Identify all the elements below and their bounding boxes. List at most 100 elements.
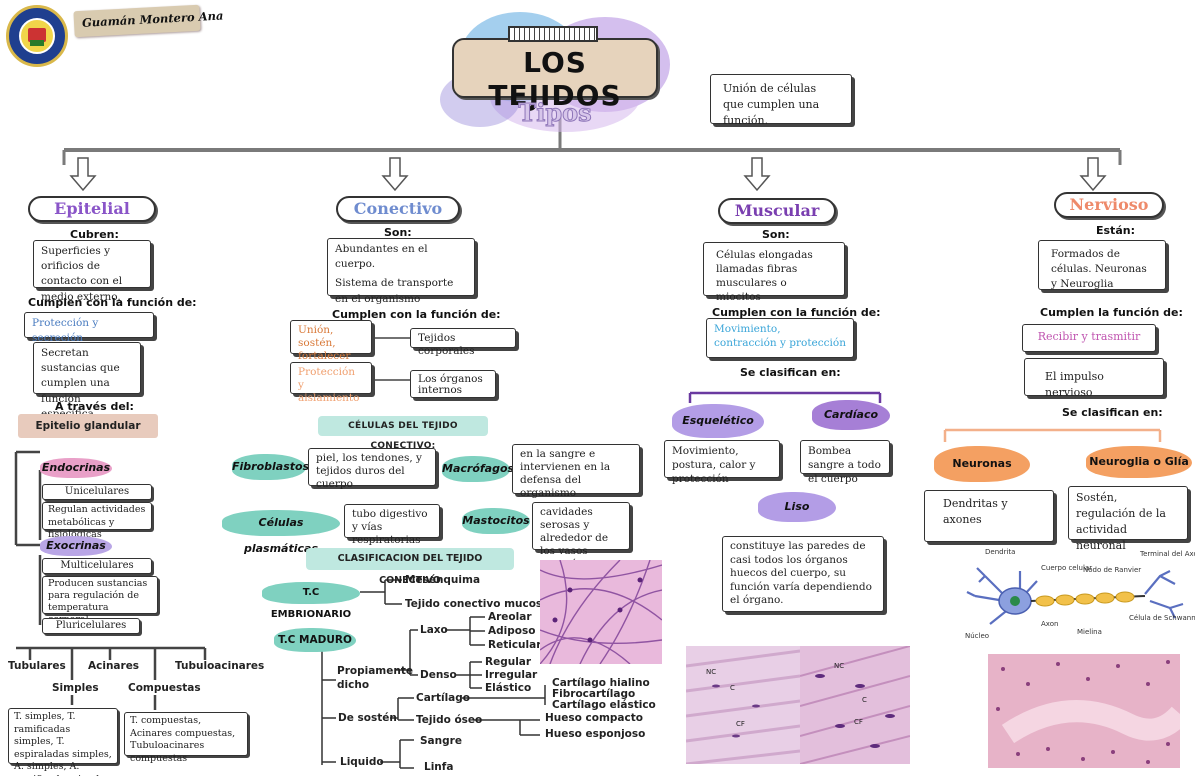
- liso-desc-box: constituye las paredes de casi todos los…: [722, 536, 884, 612]
- fibroblastos-desc-box: piel, los tendones, y tejidos duros del …: [308, 448, 436, 490]
- conectivo-son-2: Sistema de transporte en el organismo: [335, 277, 454, 305]
- irregular-label: Irregular: [485, 669, 538, 681]
- plasmaticas-blob: Células plasmáticas: [222, 510, 340, 555]
- page-title: LOS TEJIDOS: [488, 46, 622, 112]
- celulas-title-banner: CÉLULAS DEL TEJIDO CONECTIVO:: [318, 416, 488, 451]
- muscular-title: Muscular: [718, 198, 836, 224]
- nervous-tissue-micrograph: [988, 654, 1180, 768]
- neuron-label-axon: Axon: [1041, 620, 1058, 628]
- neuron-label-nucleo: Núcleo: [965, 632, 989, 640]
- muscular-funcion-label: Cumplen con la función de:: [712, 306, 881, 319]
- nervioso-funcion-label: Cumplen la función de:: [1040, 306, 1183, 319]
- compuestas-desc-box: T. compuestas, Acinares compuestas, Tubu…: [124, 712, 248, 764]
- cart-elastico-label: Cartílago elástico: [552, 699, 656, 711]
- cardiaco-blob: Cardíaco: [812, 400, 890, 430]
- producen-box: Producen sustancias para regulación de t…: [42, 576, 158, 625]
- cardiaco-desc-box: Bombea sangre a todo el cuerpo: [800, 440, 890, 485]
- micro-label-c1: C: [730, 684, 735, 692]
- neuron-label-nodo: Nodo de Ranvier: [1083, 566, 1141, 574]
- conectivo-title: Conectivo: [336, 196, 460, 222]
- skeletal-muscle-micrograph: NC C CF: [686, 646, 800, 764]
- conectivo-funcion-label: Cumplen con la función de:: [332, 308, 501, 321]
- mucoso-label: Tejido conectivo mucoso: [405, 598, 550, 610]
- mastocitos-desc-box: cavidades serosas y alrededor de los vas…: [532, 502, 630, 570]
- micro-label-cf1: CF: [736, 720, 745, 728]
- neuron-label-terminal: Terminal del Axon: [1139, 550, 1195, 558]
- conectivo-son-box: Abundantes en el cuerpo. Sistema de tran…: [327, 238, 475, 305]
- smooth-muscle-micrograph: NC C CF: [800, 646, 910, 764]
- title-tape: [508, 26, 598, 42]
- tubulares-label: Tubulares: [8, 660, 66, 672]
- neuron-diagram: Dendrita Cuerpo celular Nodo de Ranvier …: [965, 546, 1200, 640]
- exocrinas-blob: Exocrinas: [40, 536, 112, 556]
- epitelial-cubren-label: Cubren:: [70, 228, 119, 241]
- linfa-label: Linfa: [424, 761, 454, 773]
- micro-label-nc2: NC: [834, 662, 844, 670]
- fibro-label: Fibrocartílago: [552, 688, 636, 700]
- epitelial-title: Epitelial: [28, 196, 156, 222]
- fibroblastos-blob: Fibroblastos: [232, 454, 309, 480]
- epitelial-secretan-box: Secretan sustancias que cumplen una func…: [33, 342, 141, 420]
- epitelio-glandular-badge: Epitelio glandular: [18, 414, 158, 438]
- epitelial-funcion-box: Protección y secreción: [24, 312, 154, 344]
- oseo-label: Tejido óseo: [416, 714, 483, 726]
- neuron-label-mielina: Mielina: [1077, 628, 1102, 636]
- title-paper: [452, 38, 658, 98]
- neuron-label-cuerpo: Cuerpo celular: [1041, 564, 1092, 572]
- regular-label: Regular: [485, 656, 532, 668]
- simples-label: Simples: [52, 682, 99, 694]
- conectivo-f1-desc-box: Tejidos corporales: [410, 328, 516, 357]
- elastico-label: Elástico: [485, 682, 532, 694]
- hialino-label: Cartílago hialino: [552, 677, 650, 689]
- esqueletico-blob: Esquelético: [672, 404, 764, 438]
- regulan-box: Regulan actividades metabólicas y fisiol…: [42, 502, 152, 540]
- esqueletico-desc-box: Movimiento, postura, calor y protección: [664, 440, 780, 485]
- neuron-label-schwann: Célula de Schwann: [1129, 614, 1195, 622]
- tubuloacinares-label: Tubuloacinares: [175, 660, 265, 672]
- micro-label-cf2: CF: [854, 718, 863, 726]
- nervioso-funcion-box: Recibir y trasmitir: [1022, 324, 1156, 352]
- sosten-label: De sostén: [338, 712, 397, 724]
- conectivo-son-label: Son:: [384, 226, 412, 239]
- pluricelulares-box: Pluricelulares: [42, 618, 140, 634]
- adiposo-label: Adiposo: [488, 625, 536, 637]
- connective-tissue-micrograph: [540, 560, 662, 664]
- endocrinas-blob: Endocrinas: [40, 458, 112, 478]
- muscular-son-label: Son:: [762, 228, 790, 241]
- compuestas-label: Compuestas: [128, 682, 201, 694]
- neuronas-blob: Neuronas: [934, 446, 1030, 482]
- micro-label-nc1: NC: [706, 668, 716, 676]
- nervioso-clasifican-label: Se clasifican en:: [1062, 406, 1163, 419]
- neuroglia-desc-box: Sostén, regulación de la actividad neuro…: [1068, 486, 1188, 552]
- acinares-label: Acinares: [88, 660, 140, 672]
- definition-box: Unión de células que cumplen una función…: [710, 74, 852, 127]
- clasificacion-title-banner: CLASIFICACION DEL TEJIDO CONECTIVO: [306, 548, 514, 586]
- plasmaticas-desc-box: tubo digestivo y vías respiratorias: [344, 504, 440, 546]
- conectivo-f1-box: Unión, sostén, fortalecer: [290, 320, 372, 362]
- sangre-label: Sangre: [420, 735, 462, 747]
- denso-label: Denso: [420, 669, 457, 681]
- conectivo-f2-box: Protección y aislamiento: [290, 362, 372, 404]
- propiamente-label: Propiamente dicho: [337, 665, 413, 691]
- muscular-clasifican-label: Se clasifican en:: [740, 366, 841, 379]
- mastocitos-blob: Mastocitos: [462, 508, 530, 534]
- simples-desc-box: T. simples, T. ramificadas simples, T. e…: [8, 708, 118, 776]
- university-seal: [6, 5, 68, 67]
- mesenquima-label: Mesénquima: [405, 574, 481, 586]
- muscular-funcion-box: Movimiento, contracción y protección: [706, 318, 854, 358]
- maduro-blob: T.C MADURO: [274, 628, 356, 652]
- nervioso-title: Nervioso: [1054, 192, 1164, 218]
- areolar-label: Areolar: [488, 611, 532, 623]
- conectivo-son-1: Abundantes en el cuerpo.: [335, 243, 428, 271]
- unicelulares-box: Unicelulares: [42, 484, 152, 500]
- multicelulares-box: Multicelulares: [42, 558, 152, 574]
- cartilago-label: Cartílago: [416, 692, 471, 704]
- liso-blob: Liso: [758, 492, 836, 522]
- nervioso-impulso-box: El impulso nervioso: [1024, 358, 1164, 399]
- title-subtitle: Tipos: [518, 98, 592, 128]
- epitelial-cubren-box: Superficies y orificios de contacto con …: [33, 240, 151, 303]
- nervioso-estan-label: Están:: [1096, 224, 1135, 237]
- reticular-label: Reticular: [488, 639, 542, 651]
- conectivo-f2-desc-box: Los órganos internos: [410, 370, 496, 398]
- neuron-label-dendrita: Dendrita: [985, 548, 1015, 556]
